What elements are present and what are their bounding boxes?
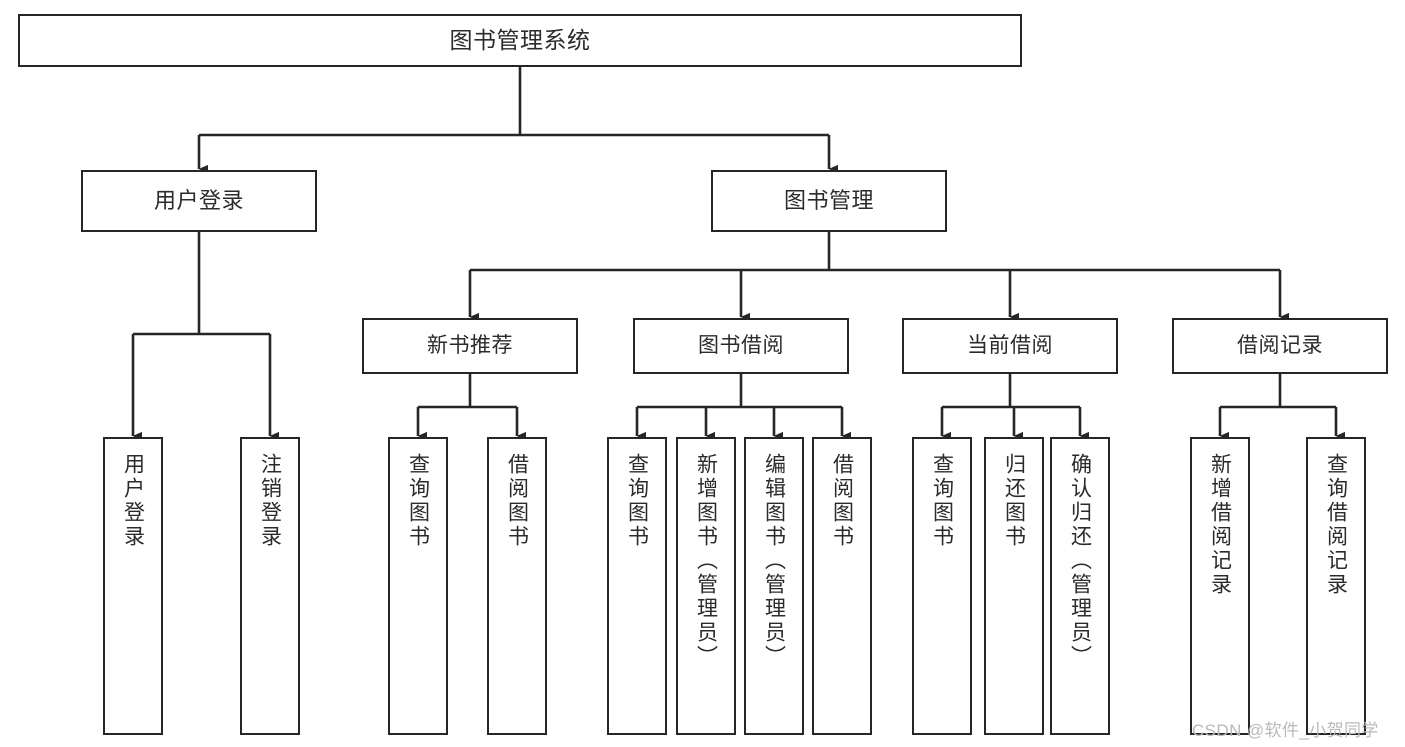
- node-borrow-record[interactable]: 借阅记录: [1172, 318, 1388, 374]
- node-leaf-user-logout[interactable]: 注销登录: [240, 437, 300, 735]
- node-book-manage[interactable]: 图书管理: [711, 170, 947, 232]
- node-leaf-query-book-1[interactable]: 查询图书: [388, 437, 448, 735]
- node-label: 图书借阅: [698, 334, 784, 358]
- node-label: 借阅图书: [830, 453, 854, 549]
- node-label: 新增图书（管理员）: [694, 453, 718, 669]
- node-current-borrow[interactable]: 当前借阅: [902, 318, 1118, 374]
- node-label: 编辑图书（管理员）: [762, 453, 786, 669]
- node-label: 当前借阅: [967, 334, 1053, 358]
- node-label: 注销登录: [258, 453, 282, 549]
- node-leaf-confirm-return[interactable]: 确认归还（管理员）: [1050, 437, 1110, 735]
- node-label: 新书推荐: [427, 334, 513, 358]
- node-leaf-add-book[interactable]: 新增图书（管理员）: [676, 437, 736, 735]
- node-leaf-add-record[interactable]: 新增借阅记录: [1190, 437, 1250, 735]
- node-label: 归还图书: [1002, 453, 1026, 549]
- node-label: 查询借阅记录: [1324, 453, 1348, 597]
- node-leaf-return-book[interactable]: 归还图书: [984, 437, 1044, 735]
- node-label: 用户登录: [153, 187, 244, 213]
- node-root-system[interactable]: 图书管理系统: [18, 14, 1022, 67]
- node-label: 图书管理: [783, 187, 874, 213]
- node-leaf-user-login[interactable]: 用户登录: [103, 437, 163, 735]
- node-leaf-query-book-3[interactable]: 查询图书: [912, 437, 972, 735]
- node-label: 借阅图书: [505, 453, 529, 549]
- node-leaf-borrow-book-1[interactable]: 借阅图书: [487, 437, 547, 735]
- node-label: 新增借阅记录: [1208, 453, 1232, 597]
- node-label: 用户登录: [121, 453, 145, 549]
- node-label: 查询图书: [406, 453, 430, 549]
- node-leaf-edit-book[interactable]: 编辑图书（管理员）: [744, 437, 804, 735]
- node-label: 查询图书: [625, 453, 649, 549]
- node-label: 图书管理系统: [449, 26, 591, 53]
- node-label: 借阅记录: [1237, 334, 1323, 358]
- node-label: 确认归还（管理员）: [1068, 453, 1092, 669]
- node-book-borrow[interactable]: 图书借阅: [633, 318, 849, 374]
- node-leaf-query-record[interactable]: 查询借阅记录: [1306, 437, 1366, 735]
- node-leaf-query-book-2[interactable]: 查询图书: [607, 437, 667, 735]
- node-user-login[interactable]: 用户登录: [81, 170, 317, 232]
- node-leaf-borrow-book-2[interactable]: 借阅图书: [812, 437, 872, 735]
- node-label: 查询图书: [930, 453, 954, 549]
- node-new-book-rec[interactable]: 新书推荐: [362, 318, 578, 374]
